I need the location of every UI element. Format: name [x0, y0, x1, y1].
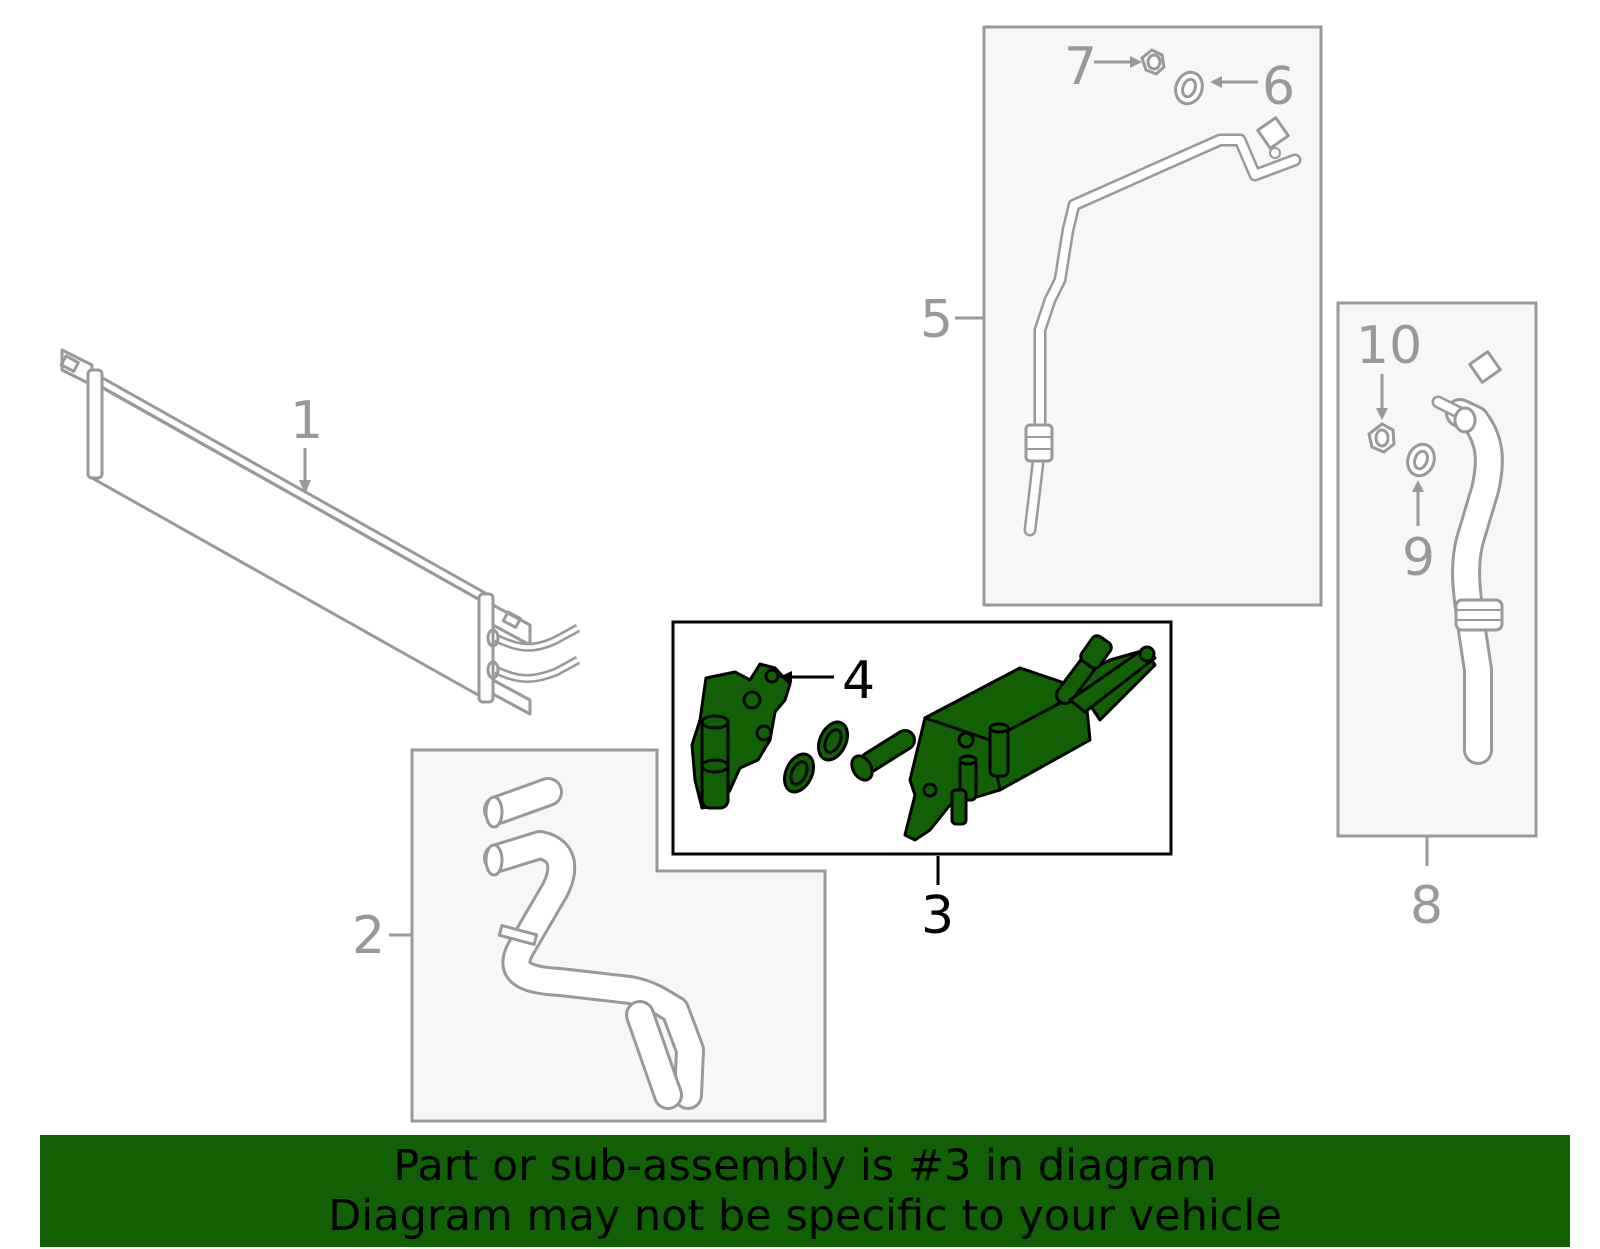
part-8-cooler-hose[interactable]	[1431, 350, 1504, 765]
callout-7-leader	[1094, 56, 1142, 68]
part-6-washer[interactable]	[1171, 69, 1206, 108]
callout-9-leader	[1412, 480, 1424, 526]
callout-6: 6	[1262, 57, 1295, 117]
part-2-hose[interactable]	[483, 777, 705, 1110]
callout-1-leader	[299, 448, 311, 494]
callout-8: 8	[1410, 876, 1443, 936]
part-8-box	[1336, 301, 1538, 838]
callout-5: 5	[920, 290, 953, 350]
banner-line-1: Part or sub-assembly is #3 in diagram	[393, 1141, 1217, 1191]
callout-3: 3	[921, 886, 954, 946]
callout-9: 9	[1402, 528, 1435, 588]
part-7-nut[interactable]	[1140, 48, 1166, 76]
callout-2: 2	[352, 906, 385, 966]
callout-10: 10	[1356, 316, 1422, 376]
callout-6-leader	[1210, 76, 1258, 88]
callout-7: 7	[1064, 37, 1097, 97]
part-5-cooler-tube[interactable]	[1023, 116, 1302, 537]
info-banner: Part or sub-assembly is #3 in diagram Di…	[40, 1135, 1570, 1247]
callout-4-leader	[779, 671, 834, 683]
part-1-oil-cooler[interactable]	[59, 348, 581, 716]
callout-10-leader	[1376, 374, 1388, 420]
part-10-nut[interactable]	[1367, 422, 1396, 454]
banner-line-2: Diagram may not be specific to your vehi…	[328, 1191, 1282, 1241]
part-9-washer[interactable]	[1403, 441, 1438, 480]
part-3-oil-cooler-assembly[interactable]	[690, 633, 1157, 842]
callout-4: 4	[842, 651, 875, 711]
callout-1: 1	[290, 391, 323, 451]
